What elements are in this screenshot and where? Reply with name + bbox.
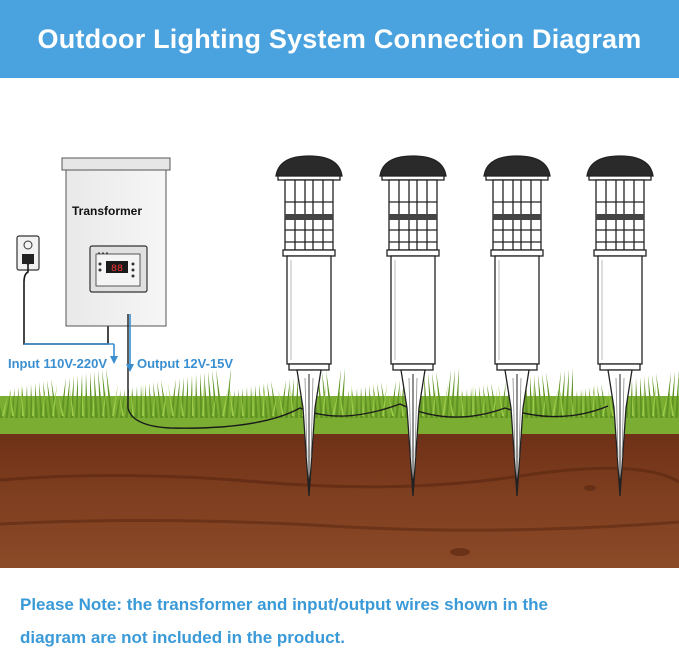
input-pointer: [24, 343, 118, 364]
input-voltage-label: Input 110V-220V: [8, 356, 107, 371]
product-note: Please Note: the transformer and input/o…: [20, 588, 665, 654]
light-2: [379, 155, 447, 497]
connection-diagram: 88: [0, 155, 679, 568]
output-voltage-label: Output 12V-15V: [137, 356, 234, 371]
page-title: Outdoor Lighting System Connection Diagr…: [37, 23, 642, 54]
title-banner: Outdoor Lighting System Connection Diagr…: [0, 0, 679, 78]
output-pointer: [126, 314, 134, 372]
soil: [0, 430, 679, 568]
note-line-2: diagram are not included in the product.: [20, 628, 345, 647]
transformer-display: 88: [111, 264, 123, 275]
light-4: [586, 155, 654, 497]
light-1: [275, 155, 343, 497]
grass: [0, 368, 679, 434]
transformer-label: Transformer: [72, 204, 143, 218]
note-line-1: Please Note: the transformer and input/o…: [20, 595, 548, 614]
light-3: [483, 155, 551, 497]
transformer: [61, 157, 171, 327]
input-wire: [23, 264, 109, 345]
